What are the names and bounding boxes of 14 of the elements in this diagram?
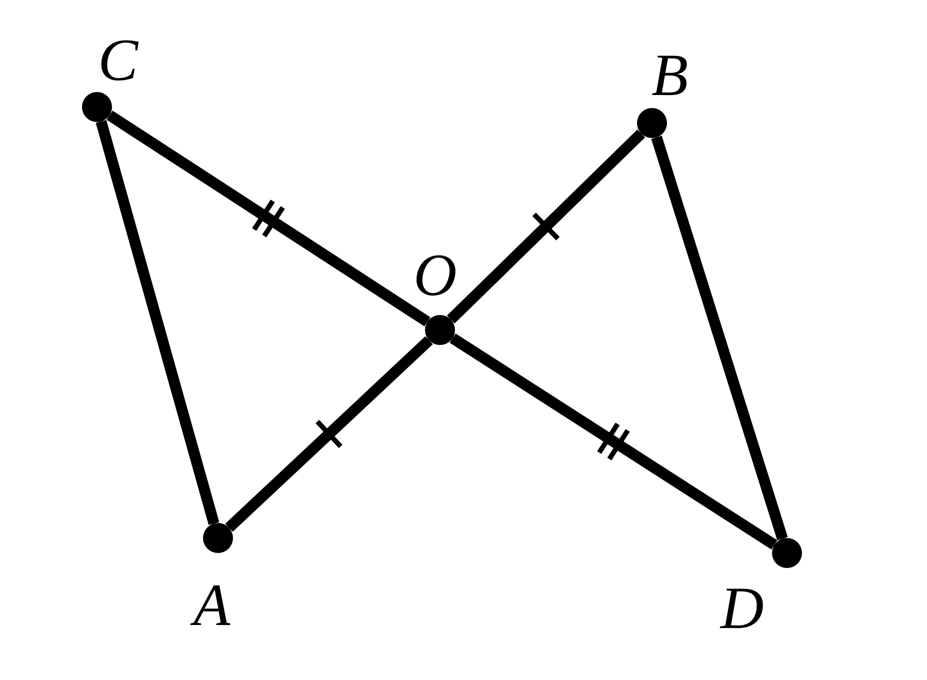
point [637, 108, 667, 138]
point [82, 92, 112, 122]
line-segment [96, 120, 220, 526]
line-segment [106, 110, 430, 326]
point [772, 538, 802, 568]
line-segment [450, 333, 778, 550]
point [203, 523, 233, 553]
line-segment [225, 336, 433, 532]
point-label: B [652, 45, 688, 105]
line-segment [651, 136, 788, 540]
line-segment [446, 130, 646, 324]
point-label: C [98, 30, 138, 90]
point-label: D [720, 578, 764, 638]
point-label: O [414, 245, 457, 305]
